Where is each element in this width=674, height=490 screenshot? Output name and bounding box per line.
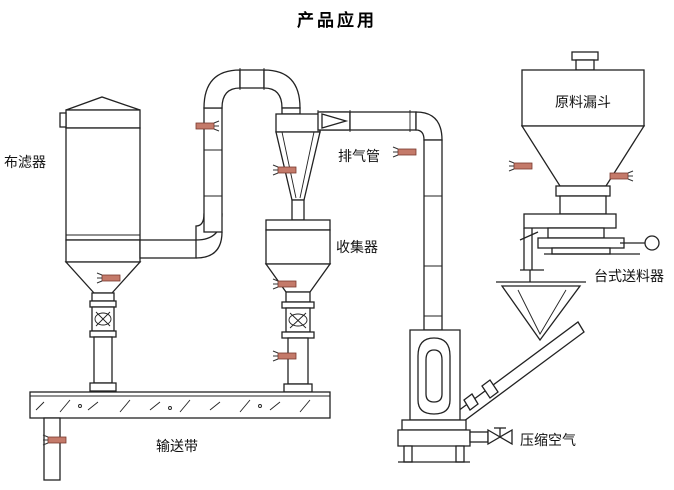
sensor-probe bbox=[272, 278, 297, 290]
page-title: 产品应用 bbox=[297, 11, 377, 31]
sensor-probe bbox=[96, 272, 121, 284]
exhaust-pipe bbox=[317, 110, 443, 331]
sensor-probe bbox=[272, 350, 297, 362]
sensor-probe bbox=[272, 164, 297, 176]
label-compressed-air: 压缩空气 bbox=[520, 433, 576, 449]
label-table-feeder: 台式送料器 bbox=[594, 269, 664, 285]
feed-pipe bbox=[453, 321, 585, 425]
label-raw-hopper: 原料漏斗 bbox=[555, 95, 611, 111]
pneumatic-blower bbox=[397, 329, 513, 463]
sensor-probes bbox=[42, 120, 634, 446]
label-collector: 收集器 bbox=[336, 240, 378, 256]
sensor-probe bbox=[392, 146, 417, 158]
sensor-probe bbox=[508, 160, 533, 172]
label-conveyor: 输送带 bbox=[156, 439, 198, 455]
connecting-duct bbox=[139, 68, 301, 259]
conveyor-belt bbox=[29, 391, 331, 481]
table-feeder bbox=[519, 213, 660, 271]
label-exhaust-pipe: 排气管 bbox=[338, 149, 380, 165]
bag-filter bbox=[59, 96, 142, 392]
raw-material-hopper bbox=[520, 51, 646, 215]
cyclone-collector bbox=[264, 111, 349, 393]
feed-funnel bbox=[496, 270, 586, 342]
label-bag-filter: 布滤器 bbox=[4, 155, 46, 171]
sensor-probe bbox=[42, 434, 67, 446]
sensor-probe bbox=[609, 170, 634, 182]
sensor-probe bbox=[195, 120, 220, 132]
